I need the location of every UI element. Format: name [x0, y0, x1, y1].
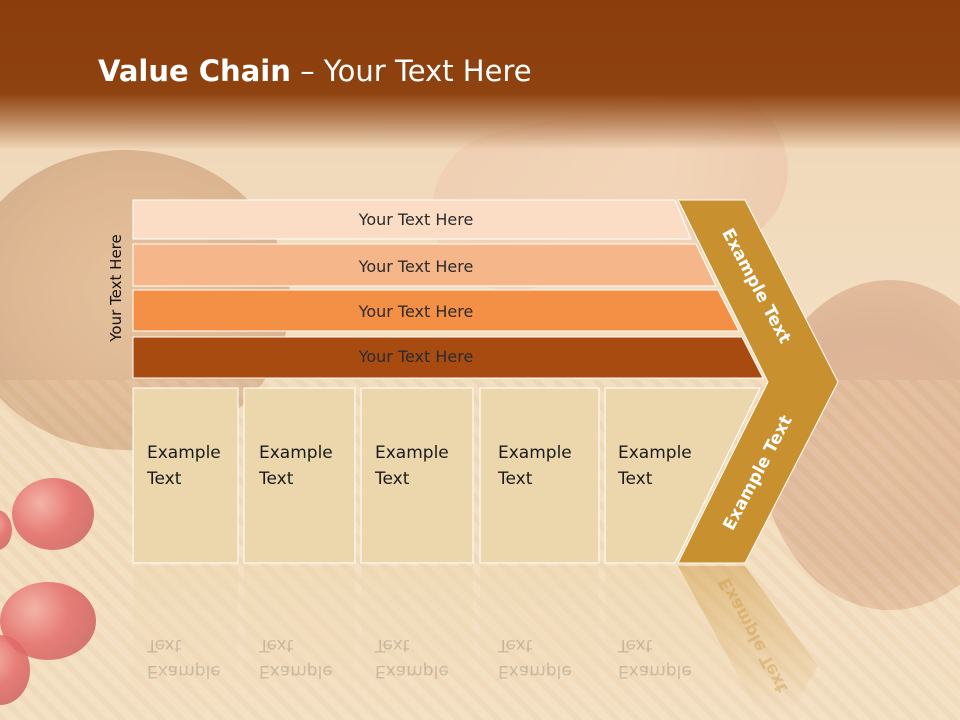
stage-bar-1[interactable] — [132, 199, 692, 240]
stage-bar-2-label: Your Text Here — [358, 257, 474, 276]
activity-box-3-label: Example Text — [375, 440, 449, 492]
activity-box-5[interactable] — [604, 387, 761, 564]
activity-box-1-label: Example Text — [147, 440, 221, 492]
title-banner: Value Chain – Your Text Here — [0, 0, 960, 150]
activity-box-4[interactable] — [479, 387, 600, 564]
box-5-line-1: Example — [618, 443, 692, 463]
box-1-line-2: Text — [147, 469, 182, 489]
stage-bar-2[interactable] — [132, 243, 717, 287]
stage-bar-3-label: Your Text Here — [358, 302, 474, 321]
margin-chevron[interactable] — [677, 199, 839, 564]
boxes-reflection — [133, 566, 818, 716]
title-bold: Value Chain — [98, 54, 291, 88]
activity-box-2[interactable] — [243, 387, 356, 564]
box-2-line-2: Text — [259, 469, 294, 489]
stage-bar-4-label: Your Text Here — [358, 347, 474, 366]
activity-box-2-label: Example Text — [259, 440, 333, 492]
activity-box-4-label: Example Text — [498, 440, 572, 492]
activity-box-5-label: Example Text — [618, 440, 692, 492]
box-2-line-1: Example — [259, 443, 333, 463]
activity-box-1[interactable] — [132, 387, 239, 564]
box-4-line-2: Text — [498, 469, 533, 489]
activity-box-3[interactable] — [360, 387, 474, 564]
slide-title[interactable]: Value Chain – Your Text Here — [98, 54, 532, 88]
box-4-line-1: Example — [498, 443, 572, 463]
red-bean-image — [12, 478, 94, 550]
box-1-line-1: Example — [147, 443, 221, 463]
stage-bar-1-label: Your Text Here — [358, 210, 474, 229]
box-3-line-1: Example — [375, 443, 449, 463]
red-bean-image — [0, 510, 12, 550]
title-rest: – Your Text Here — [290, 54, 532, 88]
stage-bar-4[interactable] — [132, 336, 764, 379]
stage-bar-3[interactable] — [132, 289, 740, 332]
box-3-line-2: Text — [375, 469, 410, 489]
box-5-line-2: Text — [618, 469, 653, 489]
